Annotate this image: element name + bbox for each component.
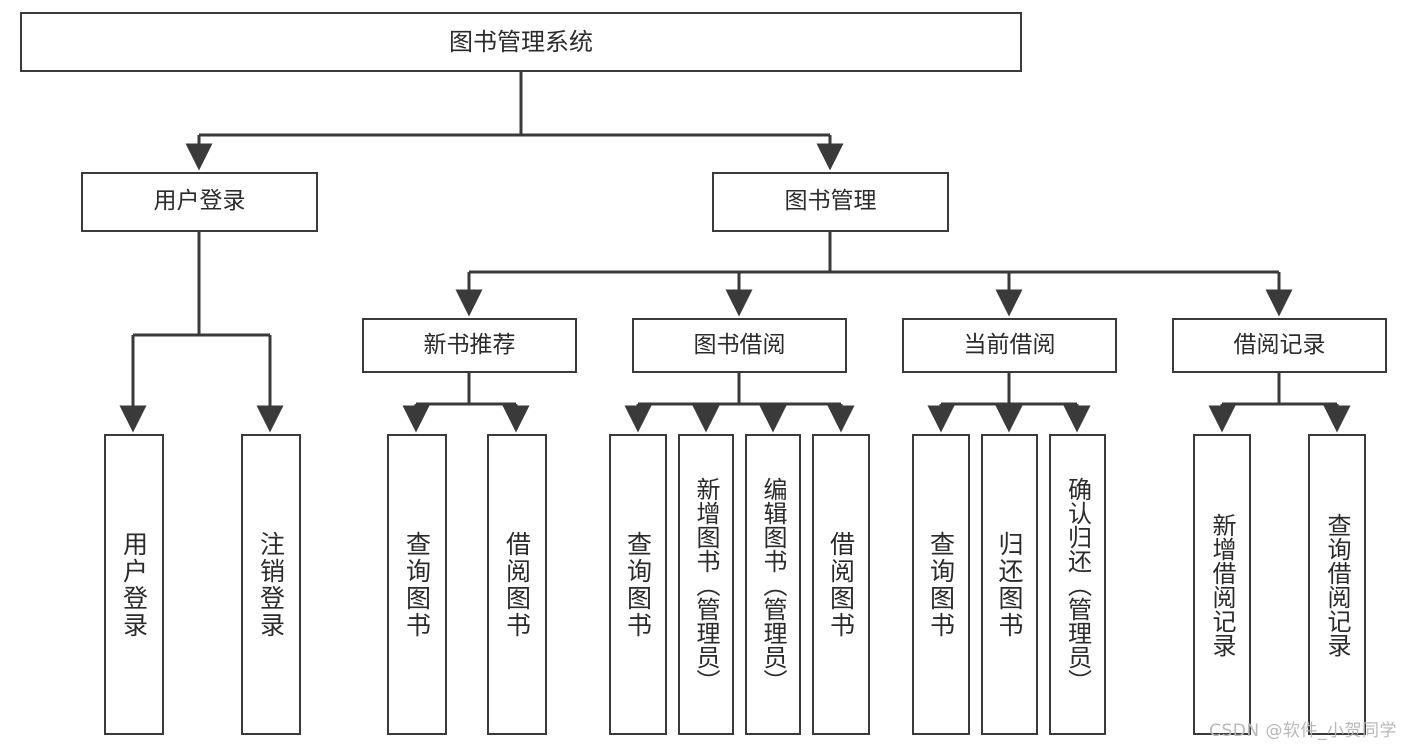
node-leaf-return-book[interactable]: 归还图书 <box>981 434 1038 735</box>
node-leaf-logout-label: 注销登录 <box>256 530 286 639</box>
node-book-management[interactable]: 图书管理 <box>712 172 949 232</box>
node-leaf-edit-book-admin[interactable]: 编辑图书（管理员） <box>745 434 801 735</box>
node-new-book-recommend-label: 新书推荐 <box>423 331 516 358</box>
node-leaf-query-book-1[interactable]: 查询图书 <box>387 434 447 735</box>
node-leaf-query-book-2[interactable]: 查询图书 <box>609 434 667 735</box>
node-leaf-query-borrow-record[interactable]: 查询借阅记录 <box>1308 434 1366 735</box>
node-leaf-borrow-book-2[interactable]: 借阅图书 <box>812 434 870 735</box>
node-leaf-query-book-3-label: 查询图书 <box>926 530 956 639</box>
node-leaf-borrow-book-1[interactable]: 借阅图书 <box>487 434 547 735</box>
node-leaf-user-login-label: 用户登录 <box>119 530 149 639</box>
node-borrow-record-label: 借阅记录 <box>1233 331 1326 358</box>
node-leaf-query-book-2-label: 查询图书 <box>623 530 653 639</box>
node-book-borrow-label: 图书借阅 <box>693 331 786 358</box>
node-current-borrow[interactable]: 当前借阅 <box>902 318 1117 373</box>
node-current-borrow-label: 当前借阅 <box>963 331 1056 358</box>
node-leaf-borrow-book-2-label: 借阅图书 <box>826 530 856 639</box>
node-root-label: 图书管理系统 <box>449 27 593 56</box>
node-leaf-confirm-return-admin-label: 确认归还（管理员） <box>1063 476 1092 693</box>
node-borrow-record[interactable]: 借阅记录 <box>1172 318 1387 373</box>
node-leaf-edit-book-admin-label: 编辑图书（管理员） <box>759 476 787 693</box>
node-leaf-logout[interactable]: 注销登录 <box>241 434 301 735</box>
node-new-book-recommend[interactable]: 新书推荐 <box>362 318 577 373</box>
node-root[interactable]: 图书管理系统 <box>20 12 1022 72</box>
watermark: CSDN @软件_小贺同学 <box>1209 721 1397 741</box>
node-user-login[interactable]: 用户登录 <box>81 172 318 232</box>
node-leaf-query-book-3[interactable]: 查询图书 <box>912 434 970 735</box>
node-book-borrow[interactable]: 图书借阅 <box>632 318 847 373</box>
node-leaf-query-borrow-record-label: 查询借阅记录 <box>1323 512 1351 657</box>
node-user-login-label: 用户登录 <box>153 188 246 215</box>
node-leaf-add-book-admin-label: 新增图书（管理员） <box>692 476 720 693</box>
node-leaf-add-borrow-record-label: 新增借阅记录 <box>1208 512 1236 657</box>
node-leaf-query-book-1-label: 查询图书 <box>402 530 432 639</box>
node-leaf-user-login[interactable]: 用户登录 <box>104 434 164 735</box>
node-leaf-borrow-book-1-label: 借阅图书 <box>502 530 532 639</box>
node-book-management-label: 图书管理 <box>784 188 877 215</box>
node-leaf-return-book-label: 归还图书 <box>995 530 1024 639</box>
node-leaf-add-borrow-record[interactable]: 新增借阅记录 <box>1193 434 1251 735</box>
node-leaf-confirm-return-admin[interactable]: 确认归还（管理员） <box>1049 434 1106 735</box>
node-leaf-add-book-admin[interactable]: 新增图书（管理员） <box>678 434 734 735</box>
